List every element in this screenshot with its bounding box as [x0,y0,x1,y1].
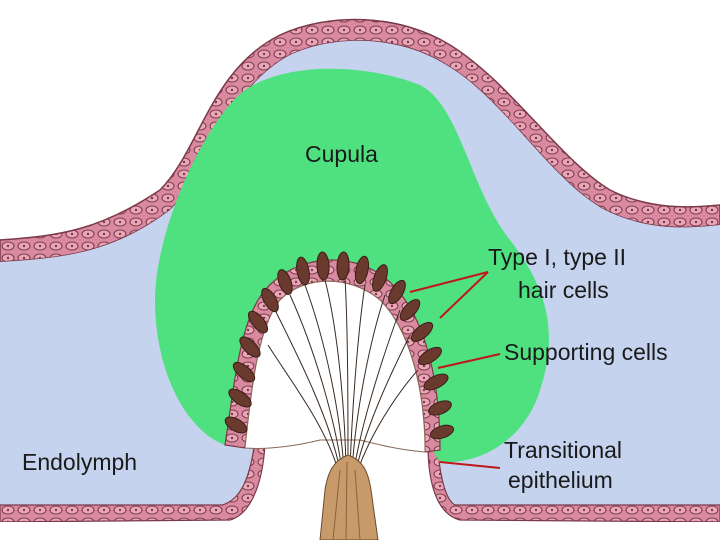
nerve-trunk [319,454,379,540]
hair-cells-leader-1 [409,271,489,293]
nerve-fibers [267,277,419,471]
label-transitional-line2: epithelium [508,467,613,493]
hair-cells [224,251,455,440]
transitional-epithelium-leader [439,461,501,469]
connective-tissue-core [244,280,426,453]
label-supporting-cells: Supporting cells [504,339,668,365]
supporting-cells-leader [437,353,501,369]
hair-cells-leader-2 [439,271,489,319]
label-transitional-line1: Transitional [504,437,622,463]
label-hair-cells-line2: hair cells [518,277,609,303]
cupula [155,68,549,463]
nerve-trunk-striations [332,461,361,540]
label-cupula: Cupula [305,141,378,167]
label-hair-cells-line1: Type I, type II [488,244,626,270]
label-endolymph: Endolymph [22,449,137,475]
leader-lines [409,271,501,469]
